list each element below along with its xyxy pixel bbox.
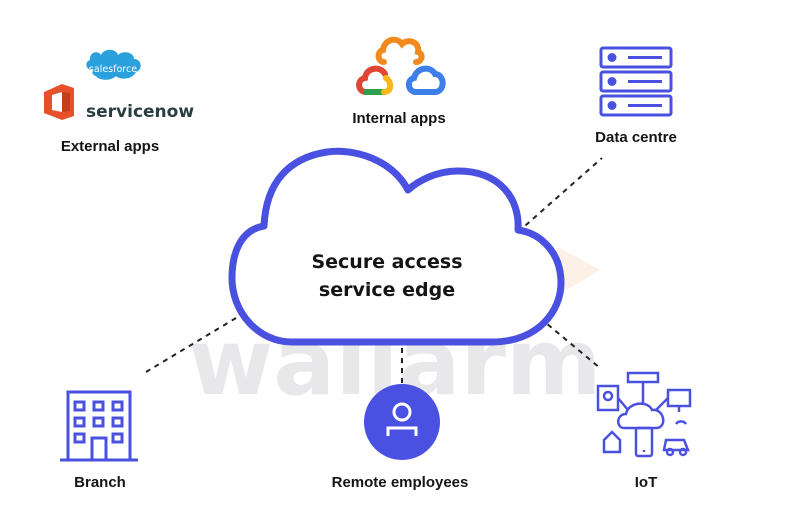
data-centre-label: Data centre	[595, 129, 677, 146]
link-iot	[539, 317, 601, 369]
iot-network-icon	[596, 371, 692, 458]
link-branch	[145, 317, 237, 373]
office-icon	[44, 84, 74, 120]
servicenow-logo-text: servicenow	[86, 102, 194, 122]
building-icon	[60, 390, 138, 462]
sase-title: Secure access service edge	[311, 248, 462, 304]
sase-title-line1: Secure access	[311, 251, 463, 273]
salesforce-logo-text: salesforce	[89, 64, 137, 75]
internal-apps-label: Internal apps	[352, 110, 446, 127]
connections	[145, 157, 603, 384]
external-apps-label: External apps	[60, 138, 160, 155]
link-data-centre	[517, 157, 603, 233]
cloud-shape	[228, 147, 565, 346]
branch-label: Branch	[74, 474, 126, 491]
salesforce-icon	[86, 49, 141, 80]
cloud-apps-icon	[356, 36, 446, 95]
iot-label: IoT	[634, 474, 658, 491]
remote-employees-label: Remote employees	[331, 474, 469, 491]
person-icon	[364, 384, 440, 460]
sase-title-line2: service edge	[318, 279, 456, 301]
server-rack-icon	[599, 46, 673, 117]
